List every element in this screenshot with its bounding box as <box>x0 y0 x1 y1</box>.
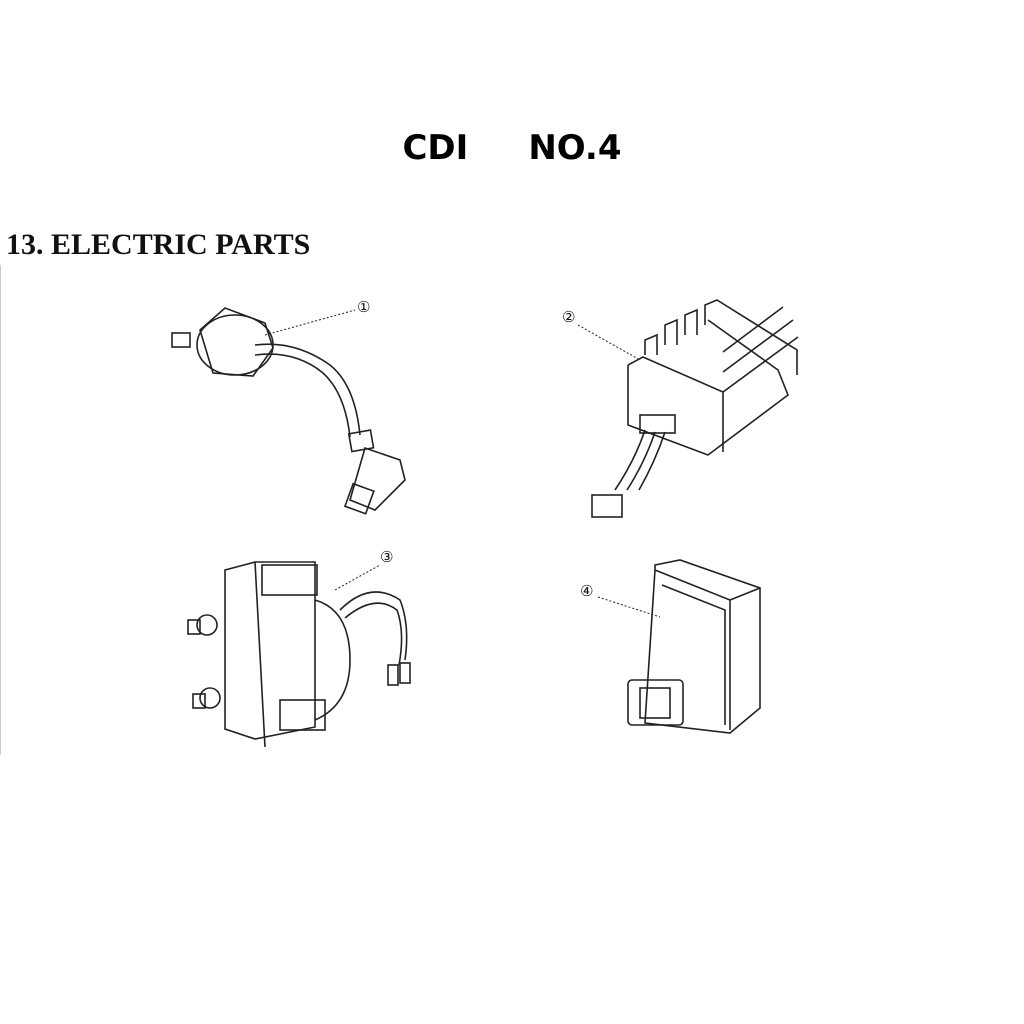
callout-part-1: ① <box>357 298 371 316</box>
callout-part-2: ② <box>562 308 576 326</box>
ignition-coil-icon <box>171 307 406 515</box>
cdi-unit-icon <box>597 559 761 734</box>
title-product: CDI <box>402 128 469 168</box>
page-title: CDI NO.4 <box>0 128 1024 168</box>
callout-part-4: ④ <box>580 582 594 600</box>
regulator-rectifier-icon <box>577 299 799 518</box>
title-number: NO.4 <box>528 128 622 168</box>
section-heading: 13. ELECTRIC PARTS <box>6 228 311 261</box>
page-border <box>0 265 1 755</box>
starter-relay-icon <box>187 561 411 748</box>
callout-part-3: ③ <box>380 548 394 566</box>
